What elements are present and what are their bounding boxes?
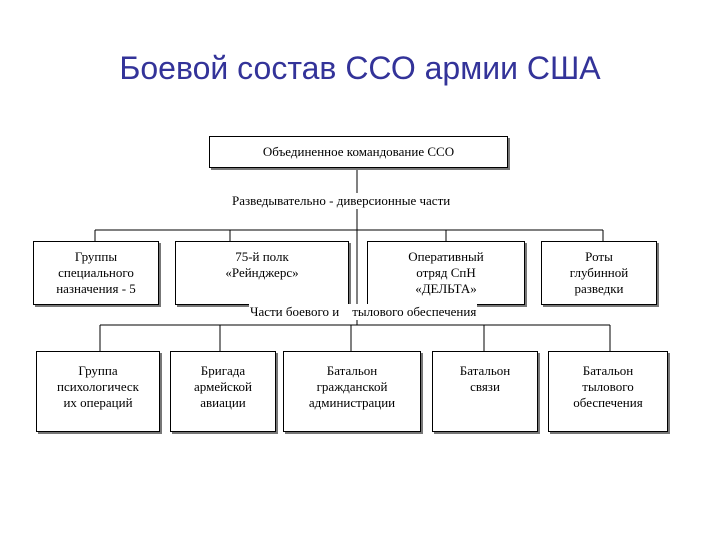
line: их операций (63, 395, 133, 410)
label-support-right: тылового обеспечения (352, 304, 477, 319)
box-signal-battalion: Батальон связи (432, 351, 538, 432)
line: психологическ (56, 379, 139, 394)
line: армейской (194, 379, 252, 394)
line: администрации (308, 395, 396, 410)
line: Оперативный (408, 249, 484, 264)
label-support-left: Части боевого и (250, 304, 340, 319)
line: Бригада (200, 363, 246, 378)
line: «Рейнджерс» (225, 265, 299, 280)
box-logistics-battalion: Батальон тылового обеспечения (548, 351, 668, 432)
line: авиации (200, 395, 246, 410)
line: глубинной (569, 265, 629, 280)
box-deep-recon-companies: Роты глубинной разведки (541, 241, 657, 305)
line: Роты (585, 249, 613, 264)
line: гражданской (316, 379, 388, 394)
line: назначения - 5 (56, 281, 136, 296)
line: отряд СпН (416, 265, 476, 280)
box-army-aviation-brigade: Бригада армейской авиации (170, 351, 276, 432)
line: разведки (574, 281, 624, 296)
line: обеспечения (573, 395, 643, 410)
line: Батальон (459, 363, 511, 378)
box-joint-command-label: Объединенное командование ССО (262, 144, 455, 159)
box-civil-affairs-battalion: Батальон гражданской администрации (283, 351, 421, 432)
line: Батальон (326, 363, 378, 378)
box-special-forces-groups: Группы специального назначения - 5 (33, 241, 159, 305)
label-recon-units: Разведывательно - диверсионные части (230, 193, 453, 209)
line: специального (58, 265, 134, 280)
box-75th-ranger-regiment: 75-й полк «Рейнджерс» (175, 241, 349, 305)
line: тылового (582, 379, 634, 394)
line: связи (470, 379, 500, 394)
line: Группа (78, 363, 118, 378)
slide-title: Боевой состав ССО армии США (119, 50, 601, 86)
label-support-units: Части боевого и тылового обеспечения (249, 304, 478, 320)
line: «ДЕЛЬТА» (415, 281, 477, 296)
line: Батальон (582, 363, 634, 378)
box-delta-force: Оперативный отряд СпН «ДЕЛЬТА» (367, 241, 525, 305)
line: 75-й полк (235, 249, 289, 264)
box-psyops-group: Группа психологическ их операций (36, 351, 160, 432)
line: Группы (74, 249, 118, 264)
box-joint-command: Объединенное командование ССО (209, 136, 508, 168)
